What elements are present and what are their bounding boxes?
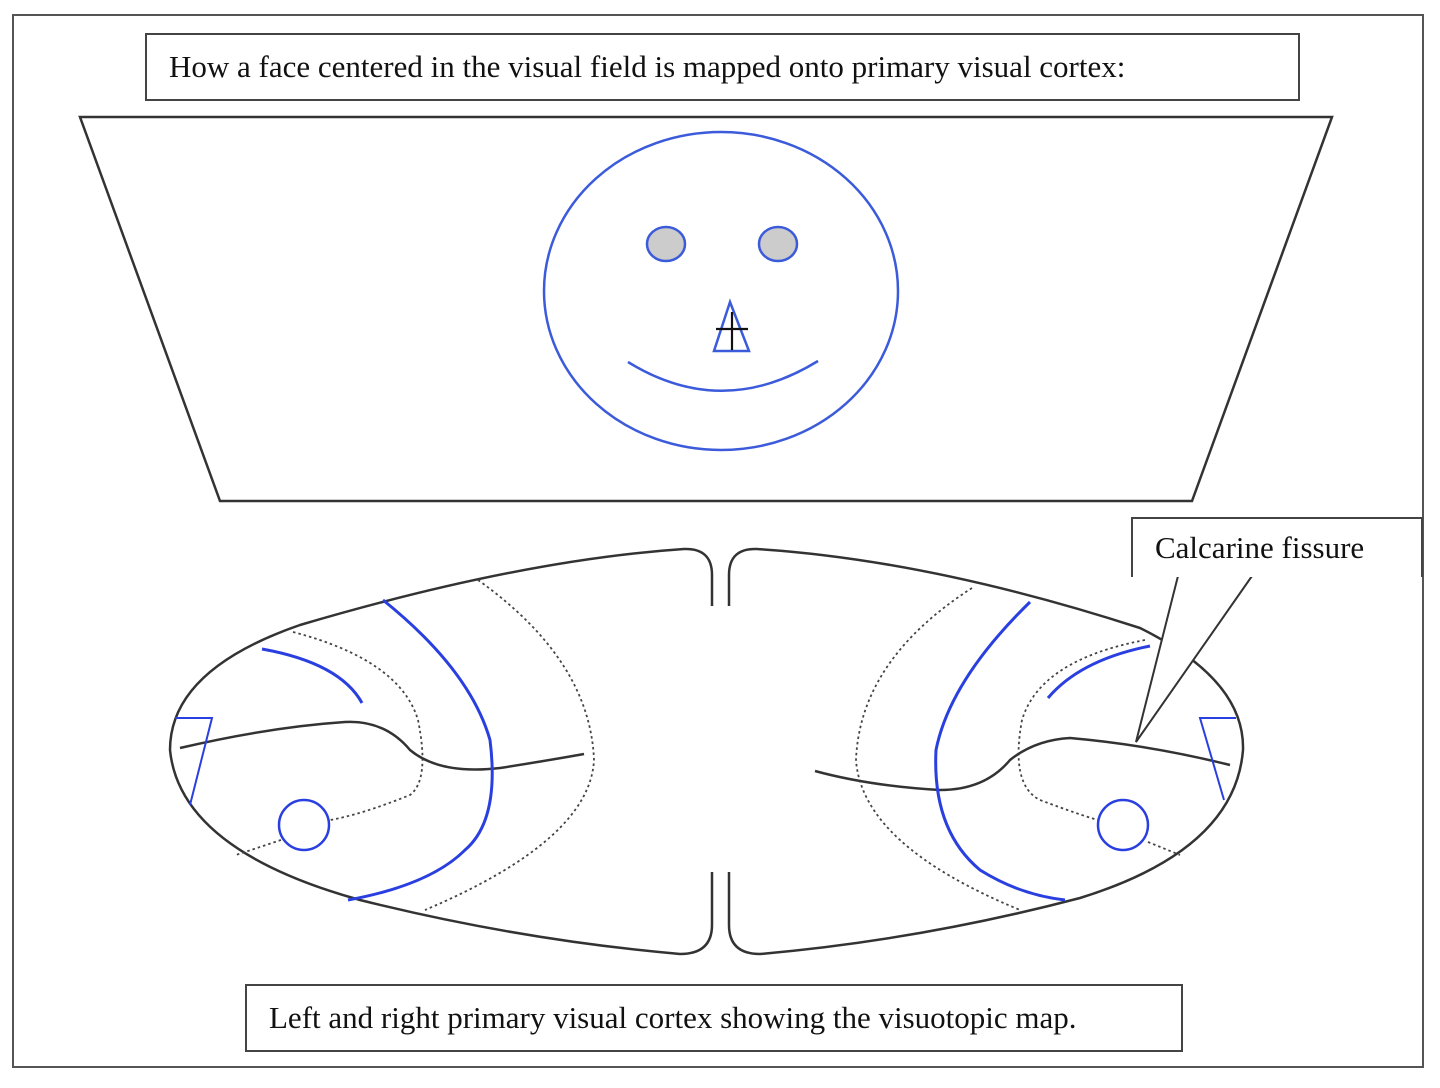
visuotopic-map [175,598,1236,902]
right-eye-icon [757,225,799,263]
right-dotted-inner [1017,639,1146,821]
right-dotted-spoke [1147,841,1181,856]
calcarine-fissure-label: Calcarine fissure [1155,530,1365,565]
left-dotted-outer [424,579,595,911]
left-nose-map-icon [175,717,214,806]
left-face-outline-map [347,598,494,902]
cortex [168,547,1253,956]
mouth-icon [627,359,819,392]
left-eye-icon [645,225,687,263]
face [542,130,900,452]
calcarine-fissure [179,720,1231,792]
calcarine-fissure-callout: Calcarine fissure [1131,517,1423,577]
left-dotted-inner [292,631,424,821]
left-eye-map-icon [277,798,331,852]
figure-frame [12,14,1424,1068]
callout-pointer [1135,575,1253,743]
diagram-title: How a face centered in the visual field … [145,33,1300,101]
right-dotted-outer [855,587,1021,911]
nose-icon [712,298,751,353]
left-dotted-spoke [235,839,282,856]
dotted-contours [235,579,1181,911]
right-cortex-outline [727,547,1245,956]
visual-field-trapezoid [78,115,1334,503]
diagram-title-text: How a face centered in the visual field … [169,49,1126,84]
right-face-outline-map [934,600,1066,902]
right-mouth-map [1046,644,1151,699]
fixation-cross-icon [716,312,748,350]
visual-field [78,115,1334,503]
right-nose-map-icon [1198,717,1236,801]
diagram-caption: Left and right primary visual cortex sho… [245,984,1183,1052]
left-mouth-map [261,647,364,704]
right-calcarine-line [814,736,1231,792]
face-outline [542,130,900,452]
left-cortex-outline [168,547,714,956]
diagram-caption-text: Left and right primary visual cortex sho… [269,1000,1077,1035]
left-calcarine-line [179,720,585,771]
right-eye-map-icon [1096,798,1150,852]
